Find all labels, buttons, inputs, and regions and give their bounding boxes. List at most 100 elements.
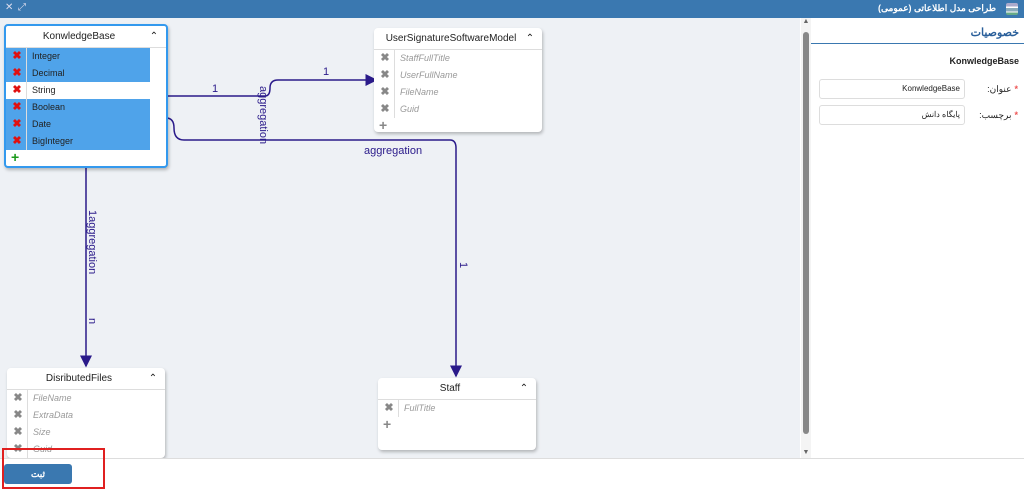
- entity-disributedfiles[interactable]: DisributedFiles ⌃ ✖ FileName ✖ ExtraData ✖ Siz…: [7, 368, 165, 458]
- divider: [26, 133, 27, 150]
- divider: [26, 116, 27, 133]
- field-row[interactable]: ✖ String: [6, 82, 166, 99]
- expand-icon[interactable]: ⤢: [18, 2, 26, 13]
- properties-panel: خصوصیات KonwledgeBase *عنوان: KonwledgeB…: [811, 18, 1024, 458]
- delete-field-icon[interactable]: ✖: [12, 101, 22, 113]
- field-name: FileName: [400, 87, 439, 97]
- field-name: Size: [33, 427, 51, 437]
- add-field-icon[interactable]: +: [383, 416, 392, 432]
- field-row[interactable]: ✖ Boolean: [6, 99, 150, 116]
- window-title: طراحی مدل اطلاعاتی (عمومی): [878, 3, 996, 13]
- field-row[interactable]: ✖ Size: [7, 424, 165, 441]
- divider: [398, 400, 399, 417]
- field-name: Decimal: [32, 68, 65, 78]
- delete-field-icon[interactable]: ✖: [380, 52, 390, 64]
- entity-title: KonwledgeBase: [42, 31, 116, 42]
- title-label: عنوان:: [987, 84, 1012, 94]
- field-name: BigInteger: [32, 136, 74, 146]
- divider: [394, 67, 395, 84]
- field-row[interactable]: ✖ BigInteger: [6, 133, 150, 150]
- delete-field-icon[interactable]: ✖: [380, 69, 390, 81]
- add-field-icon[interactable]: +: [11, 149, 20, 165]
- delete-field-icon[interactable]: ✖: [12, 135, 22, 147]
- entity-title: Staff: [439, 383, 461, 394]
- delete-field-icon[interactable]: ✖: [380, 86, 390, 98]
- divider: [26, 82, 27, 99]
- scroll-up-icon[interactable]: ▲: [802, 18, 810, 25]
- field-row[interactable]: ✖ FullTitle: [378, 400, 536, 417]
- field-name: Date: [32, 119, 52, 129]
- field-row[interactable]: ✖ FileName: [374, 84, 542, 101]
- diagram-canvas[interactable]: 1 1 aggregation aggregation 1 1aggregati…: [0, 18, 800, 458]
- link-label: 1: [212, 83, 218, 95]
- footer-bar: ثبت: [0, 458, 1024, 489]
- tag-input[interactable]: پایگاه دانش: [819, 105, 965, 125]
- delete-field-icon[interactable]: ✖: [13, 392, 23, 404]
- delete-field-icon[interactable]: ✖: [13, 426, 23, 438]
- collapse-icon[interactable]: ⌃: [519, 383, 529, 394]
- field-name: StaffFullTitle: [400, 53, 450, 63]
- divider: [394, 84, 395, 101]
- field-row[interactable]: ✖ Date: [6, 116, 150, 133]
- link-label: n: [86, 318, 98, 324]
- entity-title: UserSignatureSoftwareModel: [385, 33, 517, 44]
- field-row[interactable]: ✖ FileName: [7, 390, 165, 407]
- divider: [26, 48, 27, 65]
- field-row[interactable]: ✖ Decimal: [6, 65, 150, 82]
- entity-usersignaturesoftwaremodel[interactable]: UserSignatureSoftwareModel ⌃ ✖ StaffFullTi…: [374, 28, 542, 132]
- divider: [27, 390, 28, 407]
- link-label: 1: [323, 66, 329, 78]
- field-row[interactable]: ✖ Integer: [6, 48, 150, 65]
- field-row[interactable]: ✖ StaffFullTitle: [374, 50, 542, 67]
- divider: [394, 50, 395, 67]
- delete-field-icon[interactable]: ✖: [12, 67, 22, 79]
- tag-field: *برچسب: پایگاه دانش: [819, 105, 1024, 125]
- field-row[interactable]: ✖ UserFullName: [374, 67, 542, 84]
- entity-title: DisributedFiles: [45, 373, 113, 384]
- save-button[interactable]: ثبت: [4, 464, 72, 484]
- field-name: ExtraData: [33, 410, 74, 420]
- title-bar: ✕ ⤢ طراحی مدل اطلاعاتی (عمومی): [0, 0, 1024, 18]
- field-name: UserFullName: [400, 70, 458, 80]
- link-label: 1: [457, 262, 469, 268]
- delete-field-icon[interactable]: ✖: [12, 118, 22, 130]
- add-field-icon[interactable]: +: [379, 117, 388, 132]
- field-name: String: [32, 85, 56, 95]
- field-name: FullTitle: [404, 403, 436, 413]
- divider: [27, 407, 28, 424]
- delete-field-icon[interactable]: ✖: [13, 409, 23, 421]
- collapse-icon[interactable]: ⌃: [525, 33, 535, 44]
- field-name: Guid: [400, 104, 420, 114]
- collapse-icon[interactable]: ⌃: [149, 31, 159, 42]
- delete-field-icon[interactable]: ✖: [384, 402, 394, 414]
- panel-header: خصوصیات: [811, 18, 1024, 44]
- title-input[interactable]: KonwledgeBase: [819, 79, 965, 99]
- selected-entity-name: KonwledgeBase: [949, 56, 1019, 66]
- scrollbar-thumb[interactable]: [803, 32, 809, 434]
- tag-label: برچسب:: [979, 110, 1012, 120]
- field-row[interactable]: ✖ ExtraData: [7, 407, 165, 424]
- link-kb-staff: [165, 117, 462, 378]
- link-label: 1aggregation: [86, 210, 98, 274]
- field-name: Integer: [32, 51, 61, 61]
- entity-staff[interactable]: Staff ⌃ ✖ FullTitle +: [378, 378, 536, 450]
- divider: [26, 65, 27, 82]
- field-name: FileName: [33, 393, 72, 403]
- collapse-icon[interactable]: ⌃: [148, 373, 158, 384]
- field-name: Boolean: [32, 102, 66, 112]
- scrollbar[interactable]: ▲ ▼: [801, 18, 811, 458]
- delete-field-icon[interactable]: ✖: [12, 50, 22, 62]
- highlight-box: [2, 448, 105, 489]
- app-icon: [1006, 3, 1018, 15]
- divider: [394, 101, 395, 118]
- entity-konwledgebase[interactable]: KonwledgeBase ⌃ ✖ Integer ✖ Decimal ✖ String ✖ B…: [4, 24, 168, 168]
- title-field: *عنوان: KonwledgeBase: [819, 79, 1024, 99]
- close-icon[interactable]: ✕: [5, 2, 14, 13]
- field-row[interactable]: ✖ Guid: [374, 101, 542, 118]
- link-kb-usm: [166, 74, 378, 97]
- divider: [27, 424, 28, 441]
- delete-field-icon[interactable]: ✖: [380, 103, 390, 115]
- delete-field-icon[interactable]: ✖: [12, 84, 22, 96]
- link-label: aggregation: [364, 145, 422, 157]
- scroll-down-icon[interactable]: ▼: [802, 449, 810, 456]
